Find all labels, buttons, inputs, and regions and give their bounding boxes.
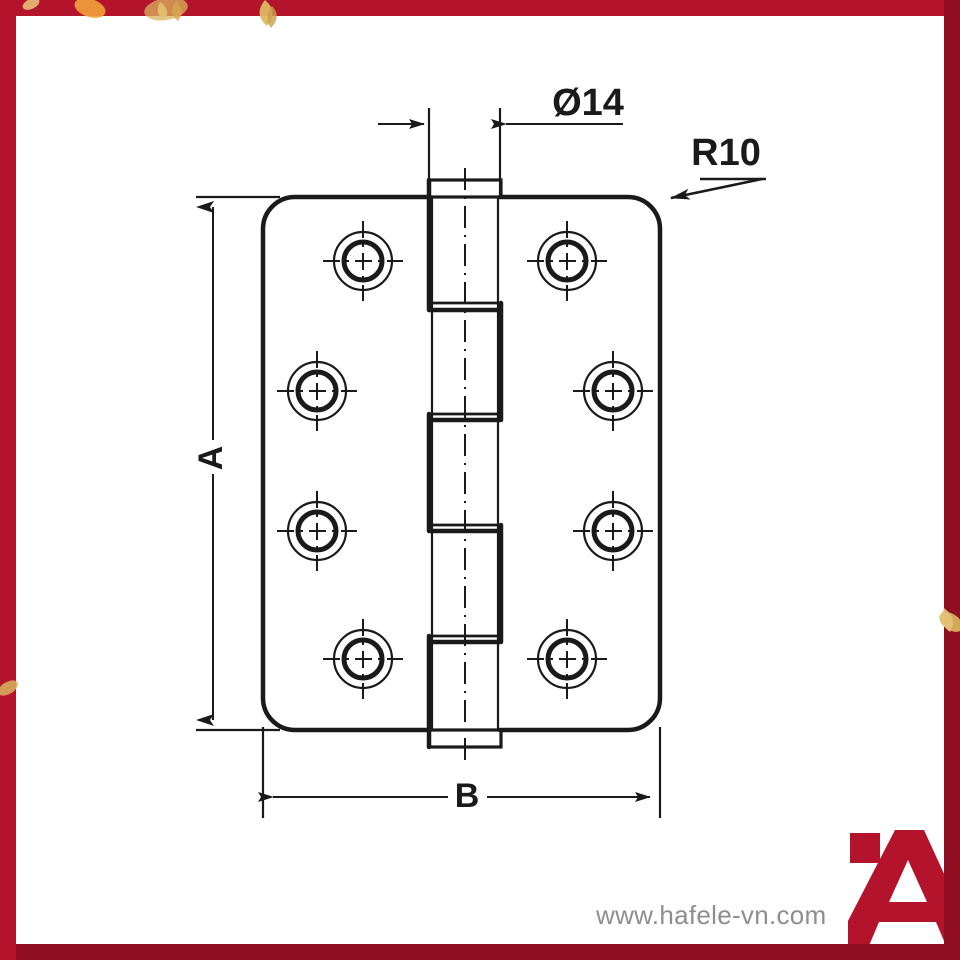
screw-hole (573, 351, 653, 431)
screw-hole (527, 221, 607, 301)
screw-hole (277, 351, 357, 431)
screw-hole (277, 491, 357, 571)
hinge-knuckle-barrel (426, 168, 504, 762)
height-dimension: A (192, 195, 280, 732)
screw-hole (323, 221, 403, 301)
corner-radius-label: R10 (691, 132, 761, 174)
logo-letter-a-counter (889, 860, 927, 902)
hinge-plate-outline (260, 194, 663, 733)
hafele-logo (848, 830, 960, 948)
logo-square-accent (850, 833, 880, 863)
width-dimension: B (258, 727, 662, 818)
pin-diameter-label: Ø14 (552, 82, 624, 124)
screw-hole (573, 491, 653, 571)
pin-diameter-dimension: Ø14 (378, 82, 624, 196)
width-dimension-label: B (455, 777, 480, 815)
corner-radius-leader: R10 (670, 132, 766, 200)
screw-hole (323, 619, 403, 699)
website-watermark: www.hafele-vn.com (596, 900, 827, 930)
screw-hole (527, 619, 607, 699)
screw-hole-group (277, 221, 653, 699)
height-dimension-label: A (192, 446, 230, 471)
